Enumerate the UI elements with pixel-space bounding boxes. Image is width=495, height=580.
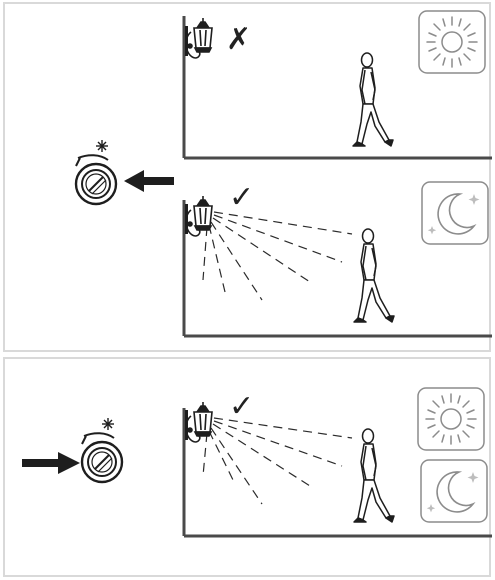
person-icon	[353, 53, 393, 146]
arrow-right-icon	[22, 452, 80, 474]
scene-night	[184, 182, 492, 336]
light-beams	[203, 418, 352, 504]
person-icon	[354, 429, 394, 522]
wall-lamp-icon	[185, 196, 212, 236]
sun-icon	[419, 11, 485, 73]
wall-lamp-icon	[185, 402, 212, 442]
sun-icon	[418, 388, 484, 450]
moon-icon	[422, 182, 488, 244]
selector-dial-icon	[82, 418, 122, 482]
scene-always	[184, 388, 492, 536]
person-icon	[354, 229, 394, 322]
selector-dial-icon	[76, 140, 116, 204]
arrow-left-icon	[124, 170, 174, 192]
light-beams	[203, 212, 352, 300]
wall-lamp-icon	[185, 18, 212, 58]
scene-day	[184, 11, 492, 158]
moon-icon	[421, 460, 487, 522]
